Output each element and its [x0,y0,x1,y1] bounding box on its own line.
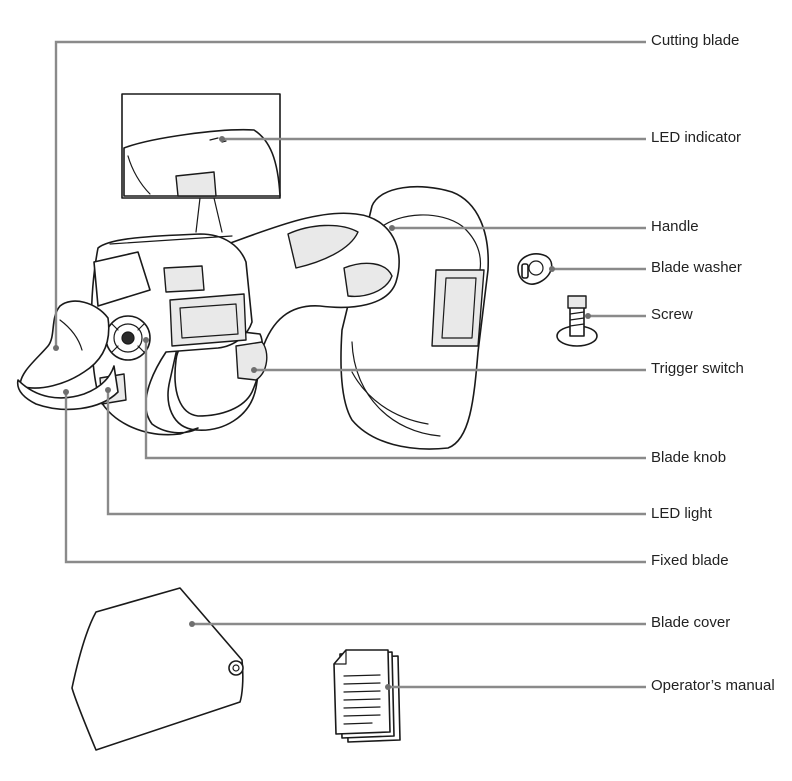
label-cutting-blade: Cutting blade [651,32,740,49]
label-fixed-blade: Fixed blade [651,552,729,569]
leader-cutting-blade [54,40,646,348]
label-blade-washer: Blade washer [651,259,742,276]
pruner-illustration [16,186,489,450]
led-indicator-inset [121,93,281,233]
label-led-indicator: LED indicator [651,129,742,146]
leader-fixed-blade [64,392,646,564]
label-operators-manual: Operator’s manual [651,677,775,694]
leader-lines [53,40,646,690]
label-led-light: LED light [651,505,712,522]
screw-illustration [556,295,598,347]
label-blade-knob: Blade knob [651,449,727,466]
blade-washer-illustration [517,253,553,285]
label-handle: Handle [651,218,699,235]
label-trigger-switch: Trigger switch [651,360,744,377]
leader-led-light [106,390,646,516]
operators-manual-illustration [333,649,401,743]
blade-cover-illustration [71,587,244,751]
leader-blade-knob [144,340,646,460]
label-blade-cover: Blade cover [651,614,731,631]
label-screw: Screw [651,306,693,323]
